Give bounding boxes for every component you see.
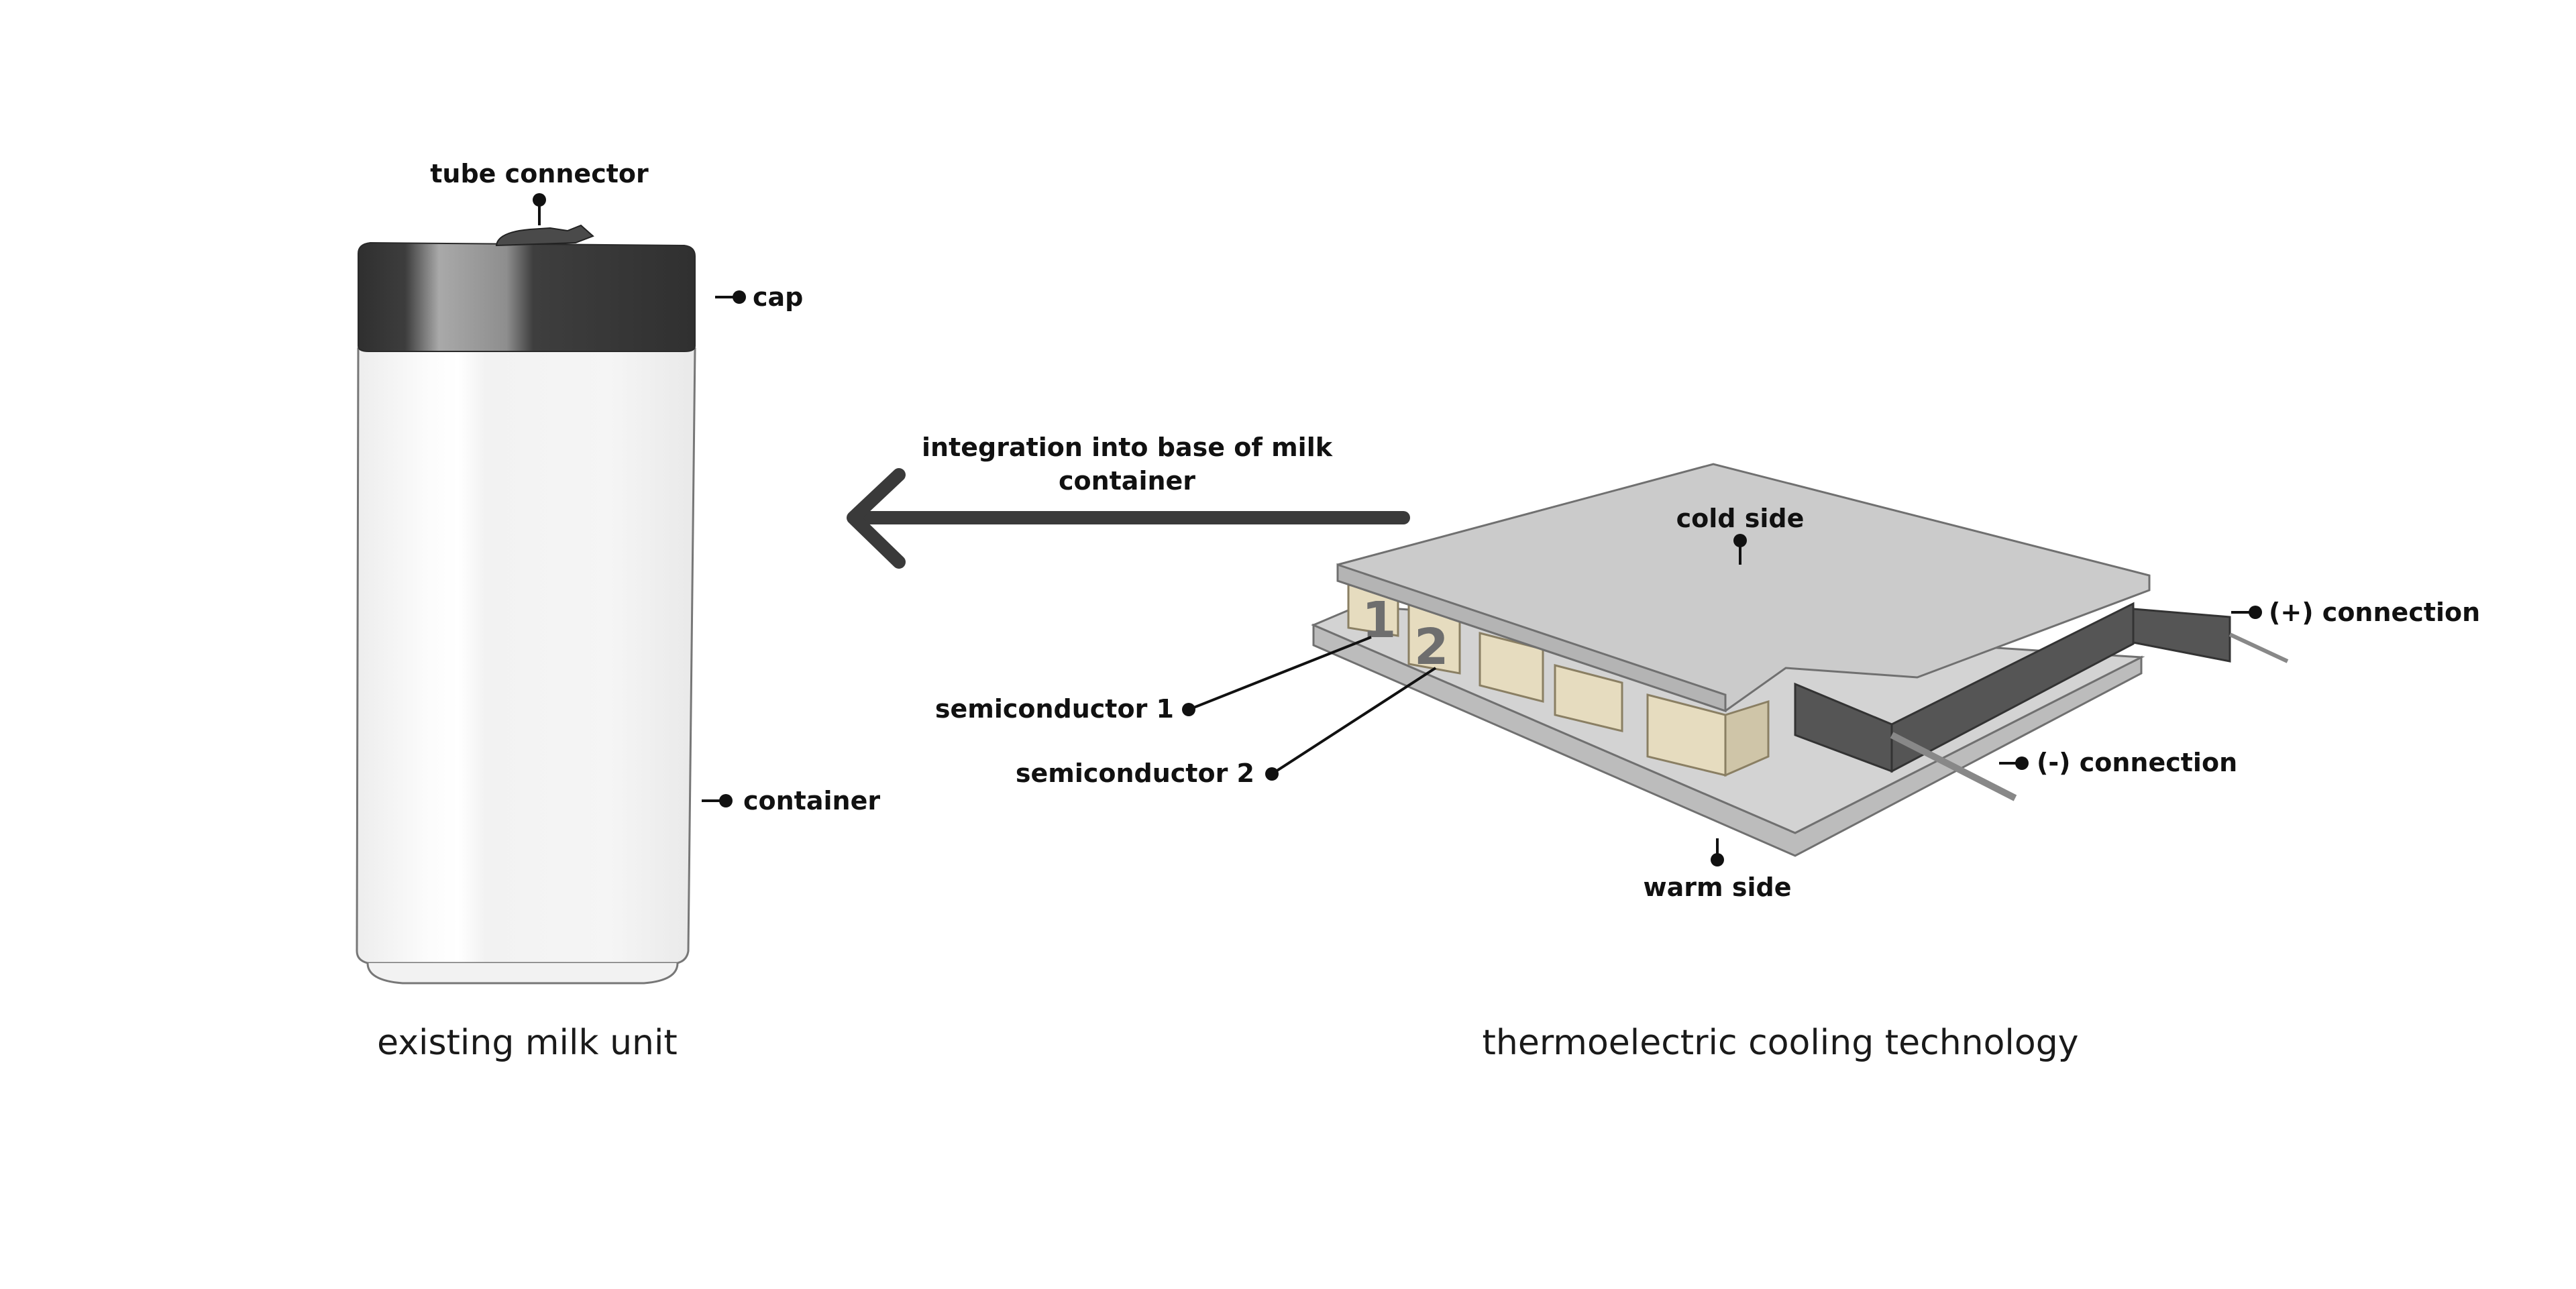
container-base-rim — [366, 962, 679, 985]
container-body — [356, 347, 696, 964]
semiconductor-blocks: 1 2 — [1347, 583, 1770, 777]
semiconductor-block — [1554, 664, 1623, 732]
thermoelectric-module: 1 2 — [1311, 463, 2289, 857]
thermoelectric-title: thermoelectric cooling technology — [1483, 1023, 2079, 1063]
minus-connection-label: (-) connection — [2037, 748, 2237, 777]
warm-side-label: warm side — [1644, 873, 1792, 902]
semiconductor-1-label: semiconductor 1 — [935, 694, 1174, 724]
cold-side-label: cold side — [1676, 504, 1805, 533]
milk-unit-annotations: tube connector cap container existing mi… — [377, 159, 880, 1063]
plus-connection-label: (+) connection — [2269, 598, 2480, 627]
tube-connector — [495, 224, 594, 247]
plus-connection-strip — [1890, 602, 2135, 773]
milk-unit-title: existing milk unit — [377, 1023, 678, 1063]
semiconductor-block — [1724, 699, 1770, 777]
thermoelectric-annotations: cold side (+) connection (-) connection … — [935, 504, 2480, 1063]
semiconductor-block — [1479, 632, 1544, 703]
plus-lead-wire — [2132, 608, 2231, 663]
arrow-label-line-1: integration into base of milk — [922, 433, 1333, 462]
element-number-2: 2 — [1414, 618, 1449, 676]
cap — [358, 241, 696, 352]
container-label: container — [743, 786, 880, 816]
semiconductor-2-label: semiconductor 2 — [1016, 759, 1254, 788]
milk-unit — [356, 224, 696, 985]
integration-arrow: integration into base of milk container — [847, 433, 1410, 569]
arrow-label-line-2: container — [1059, 466, 1195, 496]
element-number-1: 1 — [1362, 592, 1397, 649]
tube-connector-label: tube connector — [430, 159, 649, 188]
cap-label: cap — [753, 282, 803, 312]
